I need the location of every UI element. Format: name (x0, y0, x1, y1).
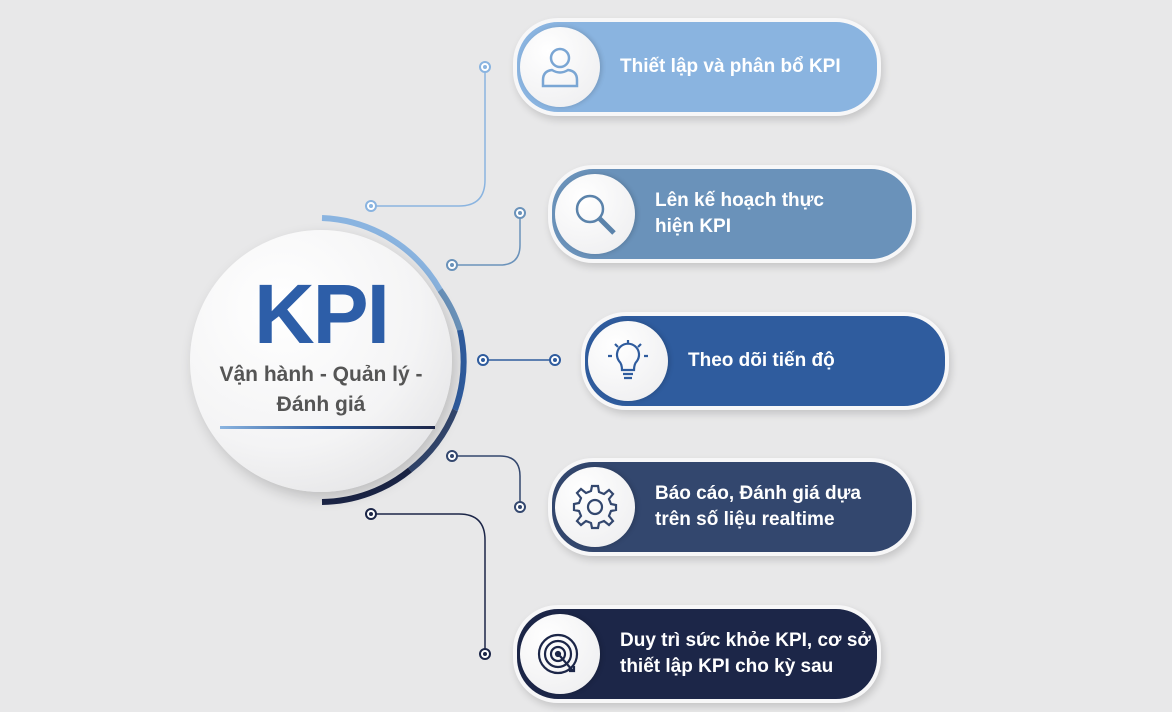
search-icon (555, 174, 635, 254)
step-label: Thiết lập và phân bổ KPI (620, 56, 841, 77)
hub-subtitle-line1: Vận hành - Quản lý - (219, 363, 423, 386)
step-label-line1: Lên kế hoạch thực (655, 190, 824, 211)
hub-subtitle-line2: Đánh giá (276, 393, 366, 416)
gear-icon (555, 467, 635, 547)
step-maintain-kpi: Duy trì sức khỏe KPI, cơ sở thiết lập KPI… (513, 605, 881, 703)
step-label-line2: hiện KPI (655, 216, 732, 237)
lightbulb-icon (588, 321, 668, 401)
step-label-line1: Duy trì sức khỏe KPI, cơ sở (620, 630, 871, 651)
step-label-line1: Báo cáo, Đánh giá dựa (655, 483, 861, 504)
step-label: Theo dõi tiến độ (688, 350, 835, 371)
hub-subtitle: Vận hành - Quản lý - Đánh giá (190, 360, 452, 420)
step-label-line2: trên số liệu realtime (655, 509, 835, 530)
step-label-line2: thiết lập KPI cho kỳ sau (620, 656, 834, 677)
user-icon (520, 27, 600, 107)
hub-title: KPI (253, 267, 390, 361)
hub-divider (220, 426, 435, 429)
kpi-hub-circle: KPI Vận hành - Quản lý - Đánh giá (190, 230, 452, 492)
step-plan: Lên kế hoạch thực hiện KPI (548, 165, 916, 263)
step-setup-allocate: Thiết lập và phân bổ KPI (513, 18, 881, 116)
target-icon (520, 614, 600, 694)
step-track-progress: Theo dõi tiến độ (581, 312, 949, 410)
step-report-evaluate: Báo cáo, Đánh giá dựa trên số liệu realti… (548, 458, 916, 556)
